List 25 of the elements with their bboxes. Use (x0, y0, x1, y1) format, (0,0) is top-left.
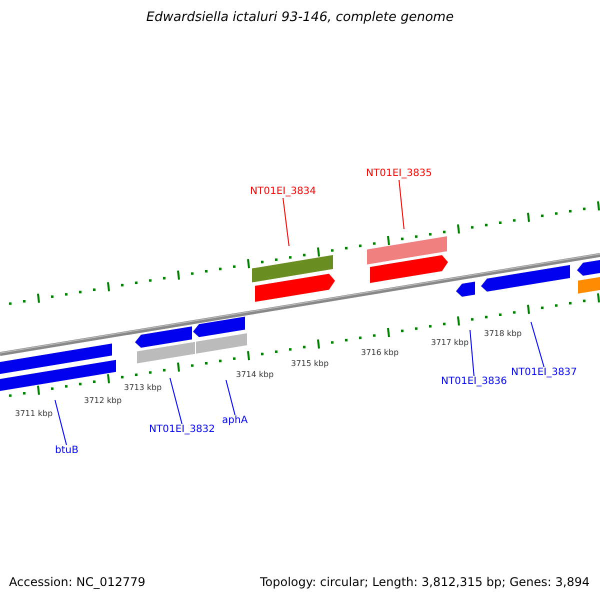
title: Edwardsiella ictaluri 93-146, complete genome (145, 10, 455, 25)
leader-line (398, 180, 404, 230)
leader-line (282, 198, 290, 246)
gene-label: NT01EI_3832 (149, 424, 216, 436)
footer-text: Accession: NC_012779 (9, 575, 146, 589)
tick-label: 3713 kbp (124, 383, 162, 393)
tick-label: 3718 kbp (484, 329, 522, 339)
gene-label: btuB (55, 445, 78, 457)
footer-text: Topology: circular; Length: 3,812,315 bp; Genes: 3,894 (260, 575, 590, 589)
tick-label: 3712 kbp (84, 396, 122, 406)
gene-label: NT01EI_3836 (441, 376, 508, 388)
tick-label: 3717 kbp (431, 338, 469, 348)
tick-label: 3711 kbp (15, 409, 53, 419)
gene-label: NT01EI_3834 (250, 186, 316, 198)
leader-line (170, 378, 182, 424)
leader-line (226, 380, 236, 416)
gene-label: NT01EI_3837 (511, 367, 578, 379)
leader-line (470, 330, 474, 376)
tick-label: 3714 kbp (236, 370, 274, 380)
gene-label: NT01EI_3835 (366, 168, 432, 180)
tick-label: 3716 kbp (361, 348, 399, 358)
gene-label: aphA (222, 415, 248, 427)
tick-label: 3715 kbp (291, 359, 329, 369)
leader-line (530, 322, 544, 368)
leader-line (54, 400, 67, 446)
